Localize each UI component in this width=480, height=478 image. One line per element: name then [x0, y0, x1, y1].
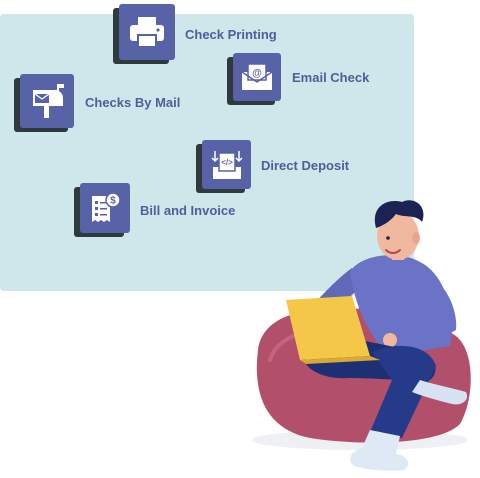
feature-email-check: @ Email Check: [227, 53, 370, 105]
feature-bill-and-invoice: $ Bill and Invoice: [74, 183, 236, 237]
direct-deposit-icon: </>: [210, 150, 243, 179]
mailbox-icon: [33, 84, 64, 118]
feature-label-check-printing: Check Printing: [185, 26, 277, 42]
check-printing-tile: [113, 4, 175, 64]
direct-deposit-tile: </>: [196, 140, 251, 193]
feature-checks-by-mail: Checks By Mail: [14, 74, 181, 132]
bill-and-invoice-tile: $: [74, 183, 130, 237]
email-envelope-icon: @: [241, 63, 273, 90]
feature-label-email-check: Email Check: [292, 69, 370, 85]
feature-label-checks-by-mail: Checks By Mail: [85, 94, 181, 110]
printer-icon: [130, 17, 164, 48]
feature-label-direct-deposit: Direct Deposit: [261, 158, 350, 173]
feature-label-bill-and-invoice: Bill and Invoice: [140, 202, 236, 218]
checks-by-mail-tile: [14, 74, 74, 132]
email-check-tile: @: [227, 53, 281, 105]
feature-check-printing: Check Printing: [113, 4, 277, 64]
svg-text:$: $: [110, 196, 116, 207]
invoice-icon: $: [92, 192, 121, 222]
svg-text:@: @: [252, 68, 262, 79]
person-on-beanbag-illustration: [252, 200, 471, 471]
feature-direct-deposit: </> Direct Deposit: [196, 140, 350, 193]
svg-text:</>: </>: [221, 158, 233, 167]
